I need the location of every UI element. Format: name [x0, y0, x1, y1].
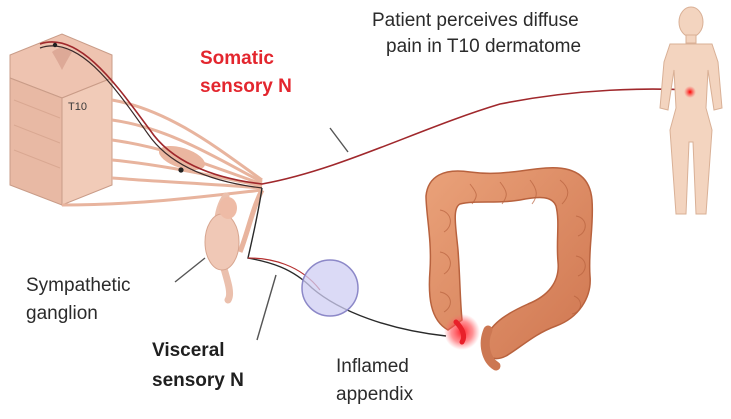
- human-figure: [660, 7, 722, 214]
- inflamed-appendix: [444, 314, 480, 350]
- somatic-label-line1: Somatic: [200, 48, 274, 70]
- sympathetic-label-line1: Sympathetic: [26, 275, 131, 297]
- pain-spot: [684, 86, 696, 98]
- visceral-label-line1: Visceral: [152, 340, 225, 362]
- ganglion-pointer: [175, 258, 205, 282]
- synapse-dot: [53, 43, 57, 47]
- visceral-pointer: [257, 275, 276, 340]
- ganglion-circle: [302, 260, 358, 316]
- appendix-label-line1: Inflamed: [336, 356, 409, 378]
- spinal-cord-segment: [10, 34, 112, 205]
- neuron-cell-body: [178, 167, 183, 172]
- sympathetic-label-line2: ganglion: [26, 303, 98, 325]
- visceral-label-line2: sensory N: [152, 370, 244, 392]
- spinal-level-label: T10: [68, 101, 87, 114]
- patient-label-line2: pain in T10 dermatome: [386, 36, 581, 58]
- sympathetic-ganglion-art: [205, 190, 262, 300]
- appendix-label-line2: appendix: [336, 384, 413, 406]
- somatic-pointer: [330, 128, 348, 152]
- patient-label-line1: Patient perceives diffuse: [372, 10, 579, 32]
- somatic-label-line2: sensory N: [200, 76, 292, 98]
